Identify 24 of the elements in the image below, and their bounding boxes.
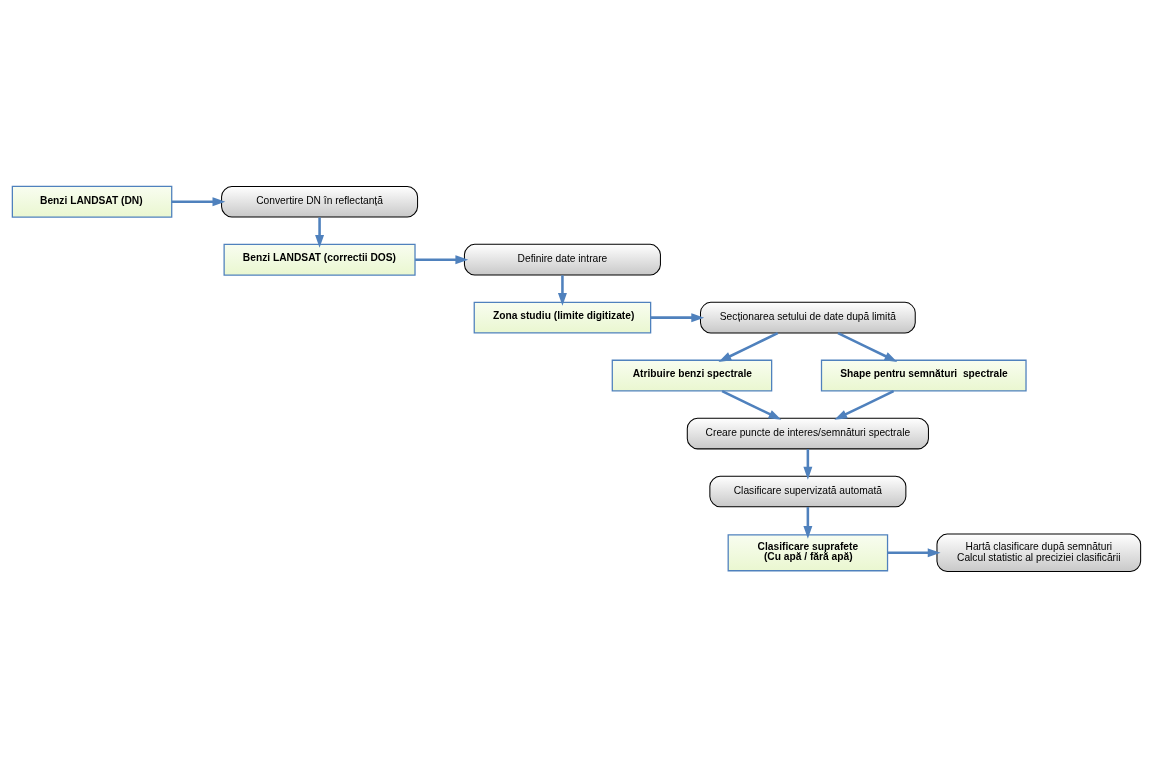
arrow: [415, 255, 469, 265]
arrow: [721, 389, 782, 420]
arrow: [837, 331, 898, 362]
arrow: [803, 449, 813, 480]
arrow: [718, 331, 779, 362]
node-box: Clasificare suprafete (Cu apă / fără apă): [727, 534, 889, 572]
node-box: Zona studiu (limite digitizate): [473, 301, 652, 334]
arrow: [834, 389, 895, 420]
node-box: Definire date intrare: [463, 243, 661, 276]
arrow: [887, 548, 941, 558]
arrow: [803, 507, 813, 539]
node-box: Benzi LANDSAT (correctii DOS): [223, 243, 416, 276]
node-box: Clasificare supervizată automată: [709, 475, 907, 508]
node-box: Hartă clasificare după semnături Calcul statistic al preciziei clasificării: [936, 533, 1142, 573]
node-box: Benzi LANDSAT (DN): [11, 185, 173, 218]
node-box: Convertire DN în reflectanță: [221, 185, 419, 218]
arrow: [315, 217, 325, 248]
arrow: [171, 197, 226, 207]
node-box: Atribuire benzi spectrale: [611, 359, 773, 392]
node-box: Secționarea setului de date după limită: [700, 301, 916, 334]
node-box: Shape pentru semnături spectrale: [820, 359, 1027, 392]
node-box: Creare puncte de interes/semnături spectrale: [686, 417, 929, 450]
arrow: [650, 313, 705, 323]
arrow: [557, 275, 567, 306]
